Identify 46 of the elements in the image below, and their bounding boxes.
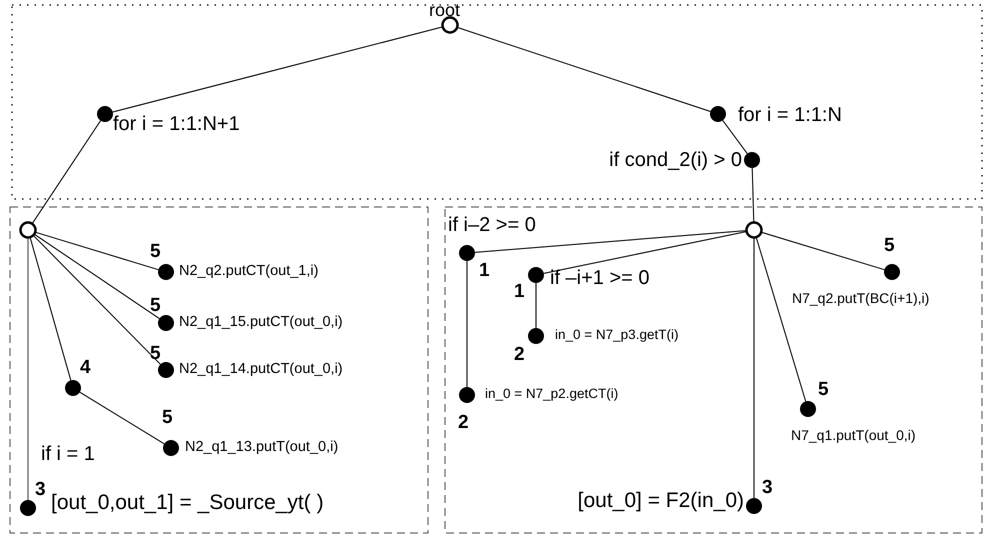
node-label: N7_q2.putT(BC(i+1),i): [792, 290, 930, 308]
tree-edge: [457, 27, 711, 112]
tree-edge: [756, 237, 806, 402]
step-number: 2: [458, 411, 469, 435]
step-number: 3: [35, 478, 46, 502]
node-label: [out_0,out_1] = _Source_yt( ): [51, 490, 324, 516]
step-number: 3: [762, 476, 773, 500]
node-label: N2_q1_14.putCT(out_0,i): [179, 360, 343, 378]
node-label: for i = 1:1:N+1: [113, 112, 240, 137]
node-label: for i = 1:1:N: [738, 103, 842, 128]
node-label: in_0 = N7_p2.getCT(i): [485, 386, 618, 403]
node-label: N2_q1_13.putT(out_0,i): [185, 438, 338, 456]
tree-edge: [761, 232, 885, 270]
tree-edge: [79, 392, 165, 444]
node-label: if –i+1 >= 0: [550, 266, 650, 291]
tree-edge: [33, 235, 161, 365]
step-number: 4: [80, 356, 91, 380]
node-label: [out_0] = F2(in_0): [578, 488, 744, 514]
node-label: N2_q1_15.putCT(out_0,i): [179, 313, 343, 332]
node-label: N2_q2.putCT(out_1,i): [179, 262, 318, 280]
tree-edge: [752, 168, 754, 222]
step-number: 5: [150, 294, 161, 318]
node-label: if cond_2(i) > 0: [609, 148, 742, 173]
tree-edge: [112, 26, 443, 112]
step-number: 5: [150, 342, 161, 366]
node-label: root: [429, 0, 460, 22]
tree-edge: [32, 120, 102, 224]
tree-edge: [35, 232, 159, 270]
node-label: if i–2 >= 0: [448, 213, 536, 238]
step-number: 5: [818, 378, 829, 402]
step-number: 5: [162, 406, 173, 430]
node-label: if i = 1: [41, 442, 95, 467]
tree-edge: [543, 231, 747, 274]
step-number: 1: [479, 259, 490, 283]
node-label: in_0 = N7_p3.getT(i): [555, 327, 678, 344]
tree-edge: [466, 260, 468, 388]
step-number: 5: [150, 240, 161, 264]
tree-edge: [30, 237, 72, 381]
step-number: 2: [514, 343, 525, 367]
tree-edge: [27, 238, 29, 500]
tree-edge: [34, 234, 160, 320]
tree-edge: [722, 120, 748, 154]
node-label: N7_q1.putT(out_0,i): [791, 427, 916, 444]
tree-edge: [474, 230, 747, 253]
step-number: 5: [884, 234, 895, 258]
step-number: 1: [514, 280, 525, 304]
